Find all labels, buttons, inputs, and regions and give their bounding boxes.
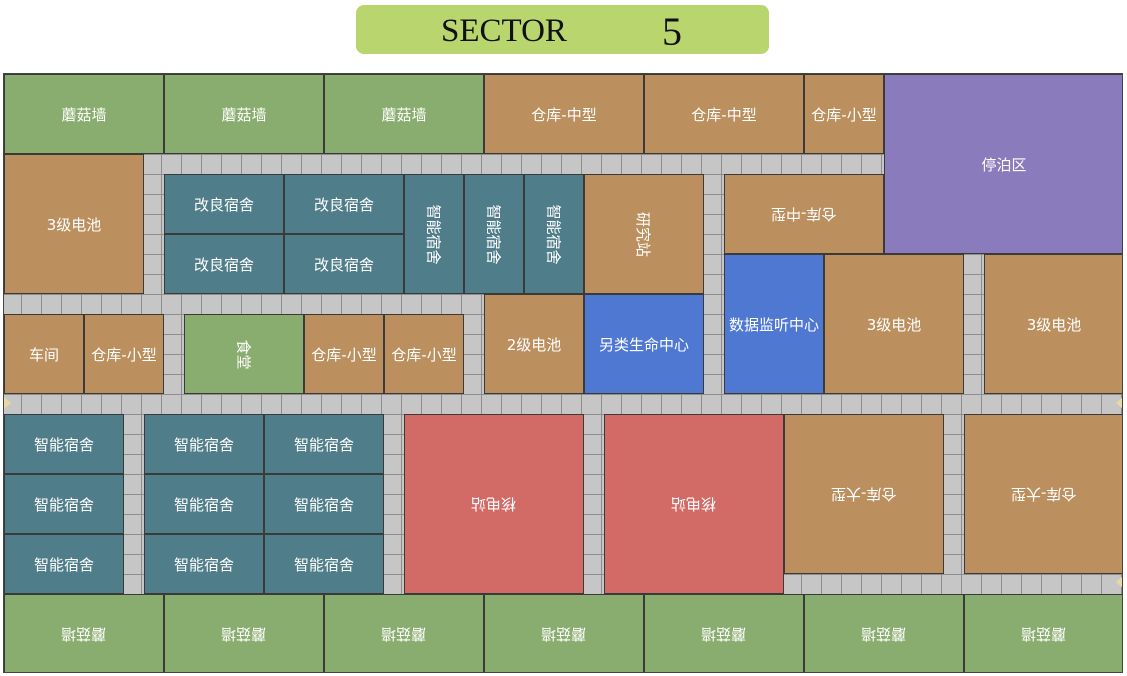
mushroom-wall[interactable]: 蘑菇墙 xyxy=(484,594,644,672)
battery-level3[interactable]: 3级电池 xyxy=(824,254,964,394)
smart-dorm[interactable]: 智能宿舍 xyxy=(4,534,124,594)
workshop[interactable]: 车间 xyxy=(4,314,84,394)
smart-dorm[interactable]: 智能宿舍 xyxy=(264,414,384,474)
warehouse-medium[interactable]: 仓库-中型 xyxy=(484,74,644,154)
smart-dorm[interactable]: 智能宿舍 xyxy=(4,474,124,534)
sector-label: SECTOR xyxy=(441,13,567,49)
mushroom-wall[interactable]: 蘑菇墙 xyxy=(324,74,484,154)
smart-dorm[interactable]: 智能宿舍 xyxy=(144,474,264,534)
smart-dorm[interactable]: 智能宿舍 xyxy=(144,414,264,474)
battery-level2[interactable]: 2级电池 xyxy=(484,294,584,394)
warehouse-small[interactable]: 仓库-小型 xyxy=(84,314,164,394)
right-entrance-arrow-icon xyxy=(1116,397,1122,409)
canteen[interactable]: 食堂 xyxy=(184,314,304,394)
improved-dorm[interactable]: 改良宿舍 xyxy=(164,174,284,234)
smart-dorm[interactable]: 智能宿舍 xyxy=(144,534,264,594)
mushroom-wall[interactable]: 蘑菇墙 xyxy=(164,74,324,154)
right-entrance-arrow-icon xyxy=(1116,576,1122,588)
smart-dorm[interactable]: 智能宿舍 xyxy=(464,174,524,294)
smart-dorm[interactable]: 智能宿舍 xyxy=(404,174,464,294)
nuclear-power-station[interactable]: 核电站 xyxy=(604,414,784,594)
improved-dorm[interactable]: 改良宿舍 xyxy=(284,234,404,294)
mushroom-wall[interactable]: 蘑菇墙 xyxy=(644,594,804,672)
smart-dorm[interactable]: 智能宿舍 xyxy=(264,474,384,534)
mushroom-wall[interactable]: 蘑菇墙 xyxy=(964,594,1122,672)
battery-level3[interactable]: 3级电池 xyxy=(4,154,144,294)
research-station[interactable]: 研究站 xyxy=(584,174,704,294)
smart-dorm[interactable]: 智能宿舍 xyxy=(264,534,384,594)
mushroom-wall[interactable]: 蘑菇墙 xyxy=(324,594,484,672)
mushroom-wall[interactable]: 蘑菇墙 xyxy=(804,594,964,672)
warehouse-large[interactable]: 仓库-大型 xyxy=(784,414,944,574)
mushroom-wall[interactable]: 蘑菇墙 xyxy=(164,594,324,672)
sector-title-bar: SECTOR 5 xyxy=(356,5,769,54)
warehouse-small[interactable]: 仓库-小型 xyxy=(804,74,884,154)
mushroom-wall[interactable]: 蘑菇墙 xyxy=(4,594,164,672)
left-entrance-arrow-icon xyxy=(4,397,11,409)
improved-dorm[interactable]: 改良宿舍 xyxy=(164,234,284,294)
mushroom-wall[interactable]: 蘑菇墙 xyxy=(4,74,164,154)
warehouse-small[interactable]: 仓库-小型 xyxy=(304,314,384,394)
warehouse-medium[interactable]: 仓库-中型 xyxy=(724,174,884,254)
alien-life-center[interactable]: 另类生命中心 xyxy=(584,294,704,394)
data-monitoring-center[interactable]: 数据监听中心 xyxy=(724,254,824,394)
improved-dorm[interactable]: 改良宿舍 xyxy=(284,174,404,234)
sector-map: 蘑菇墙 蘑菇墙 蘑菇墙 仓库-中型 仓库-中型 仓库-小型 停泊区 3级电池 改… xyxy=(3,73,1123,673)
warehouse-small[interactable]: 仓库-小型 xyxy=(384,314,464,394)
warehouse-medium[interactable]: 仓库-中型 xyxy=(644,74,804,154)
battery-level3[interactable]: 3级电池 xyxy=(984,254,1122,394)
sector-number: 5 xyxy=(662,9,682,54)
smart-dorm[interactable]: 智能宿舍 xyxy=(4,414,124,474)
smart-dorm[interactable]: 智能宿舍 xyxy=(524,174,584,294)
parking-area[interactable]: 停泊区 xyxy=(884,74,1122,254)
warehouse-large[interactable]: 仓库-大型 xyxy=(964,414,1122,574)
nuclear-power-station[interactable]: 核电站 xyxy=(404,414,584,594)
